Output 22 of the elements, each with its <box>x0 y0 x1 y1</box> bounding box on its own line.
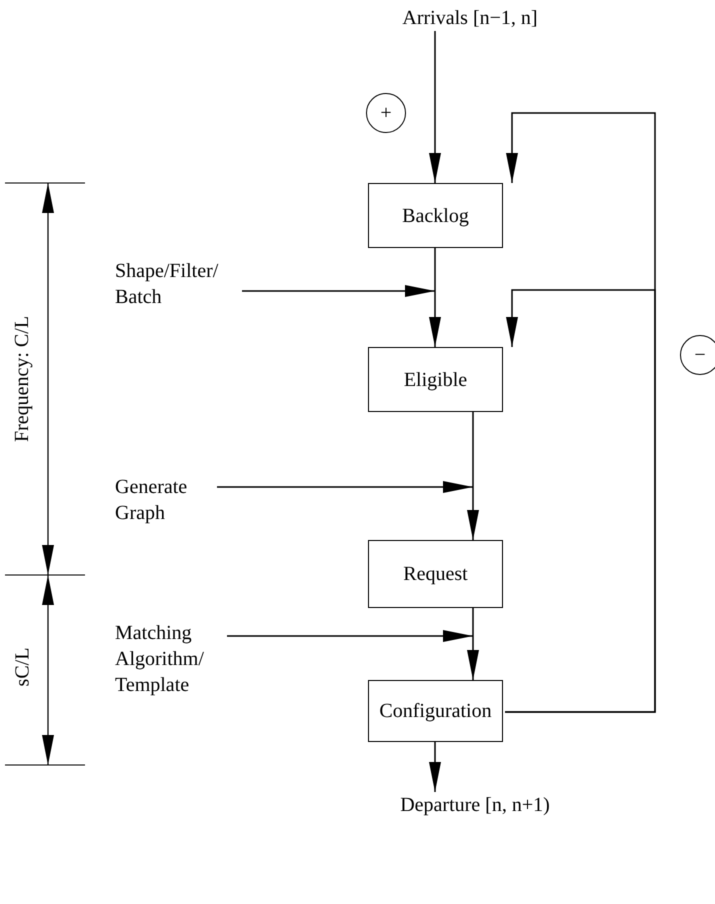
sign-circle: + <box>366 93 406 133</box>
arrow <box>242 285 435 297</box>
input-label: Shape/Filter/ Batch <box>115 258 240 310</box>
arrow <box>227 630 473 642</box>
dimension-label: sC/L <box>10 648 34 686</box>
arrow <box>467 608 479 680</box>
input-label: Matching Algorithm/ Template <box>115 620 225 698</box>
arrow <box>467 412 479 540</box>
arrow <box>429 31 441 183</box>
process-box: Eligible <box>368 347 503 412</box>
output-label: Departure [n, n+1) <box>360 792 590 818</box>
input-label: Arrivals [n−1, n] <box>355 5 585 31</box>
arrow <box>217 481 473 493</box>
input-label: Generate Graph <box>115 474 215 526</box>
arrow <box>429 742 441 792</box>
arrow <box>429 248 441 347</box>
sign-circle: − <box>680 335 715 375</box>
process-box: Request <box>368 540 503 608</box>
process-box: Backlog <box>368 183 503 248</box>
dimension-label: Frequency: C/L <box>10 316 34 442</box>
process-box: Configuration <box>368 680 503 742</box>
arrow <box>505 289 656 713</box>
